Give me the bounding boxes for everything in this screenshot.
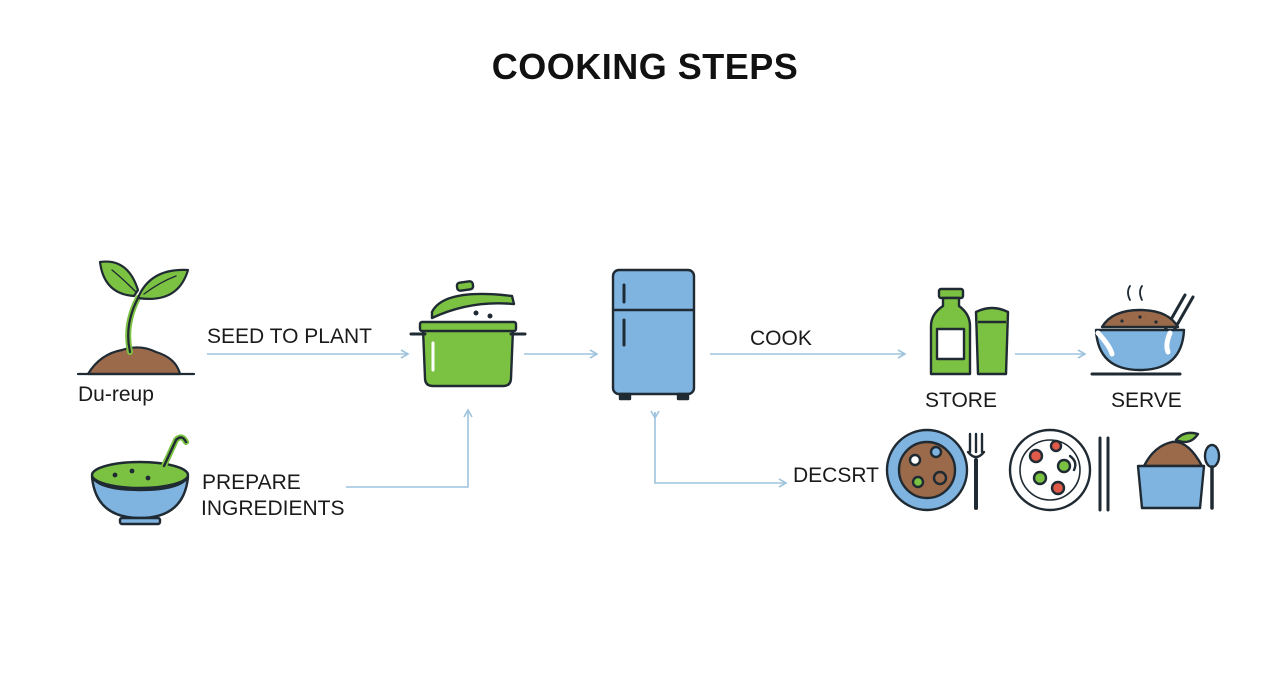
page-title: COOKING STEPS [491, 46, 799, 87]
serve-label: SERVE [1111, 389, 1182, 412]
pot-icon [409, 280, 527, 388]
plate-fork-icon [885, 428, 986, 512]
dessert-label: DECSRT [793, 464, 879, 487]
arrow-prepare-to-pot [346, 408, 473, 488]
prepare-label-line1: PREPARE [202, 471, 301, 494]
seed-caption: Du-reup [78, 383, 154, 406]
dessert-cup-icon [1136, 431, 1221, 510]
connector-arrows [207, 349, 1087, 488]
soup-bowl-icon [90, 434, 190, 526]
cook-label: COOK [750, 327, 812, 350]
sprout-icon [76, 260, 196, 376]
bottles-icon [929, 287, 1010, 376]
seed-to-plant-label: SEED TO PLANT [207, 325, 372, 348]
fridge-icon [611, 268, 696, 401]
serving-bowl-icon [1090, 285, 1195, 376]
store-label: STORE [925, 389, 997, 412]
arrow-fridge-to-dessert [654, 412, 788, 488]
prepare-label-line2: INGREDIENTS [201, 497, 345, 520]
plate-chopsticks-icon [1008, 428, 1110, 512]
